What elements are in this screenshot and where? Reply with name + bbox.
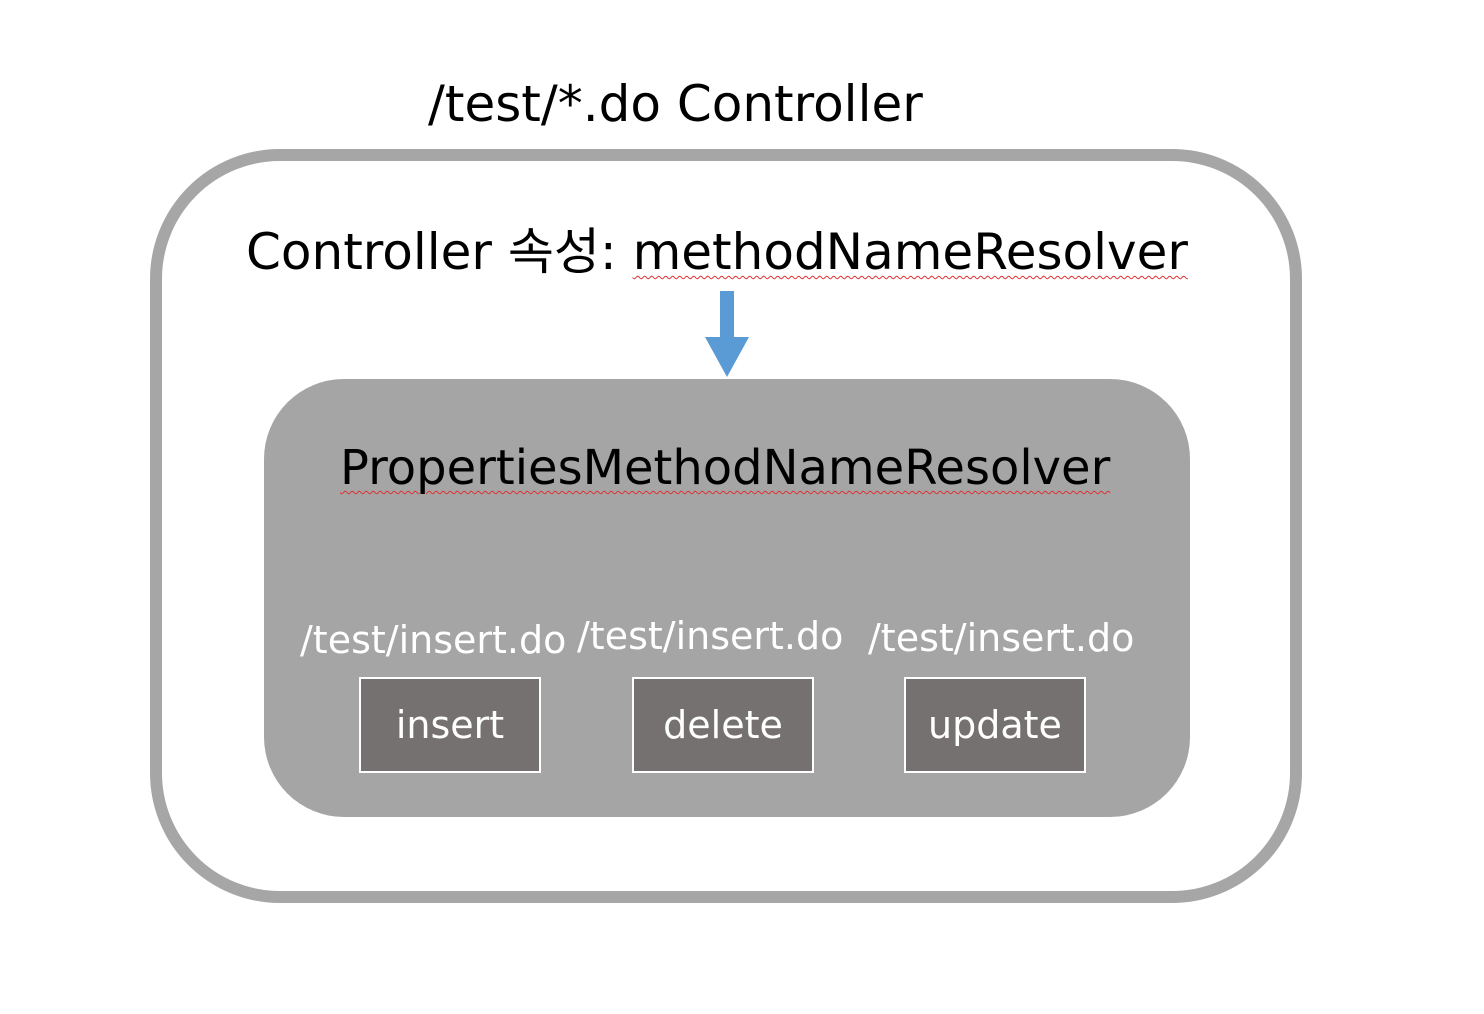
controller-title: /test/*.do Controller bbox=[428, 75, 923, 133]
resolver-title: PropertiesMethodNameResolver bbox=[340, 440, 1111, 496]
controller-attribute: Controller 속성: methodNameResolver bbox=[246, 222, 1188, 282]
attribute-value: methodNameResolver bbox=[632, 223, 1188, 281]
method-box-delete: delete bbox=[632, 677, 814, 773]
method-box-update: update bbox=[904, 677, 1086, 773]
attribute-prefix: Controller 속성: bbox=[246, 223, 633, 281]
arrow-down-icon bbox=[705, 291, 749, 377]
method-box-insert: insert bbox=[359, 677, 541, 773]
method-path-label: /test/insert.do bbox=[868, 616, 1135, 660]
method-path-label: /test/insert.do bbox=[300, 618, 567, 662]
method-path-label: /test/insert.do bbox=[577, 614, 844, 658]
